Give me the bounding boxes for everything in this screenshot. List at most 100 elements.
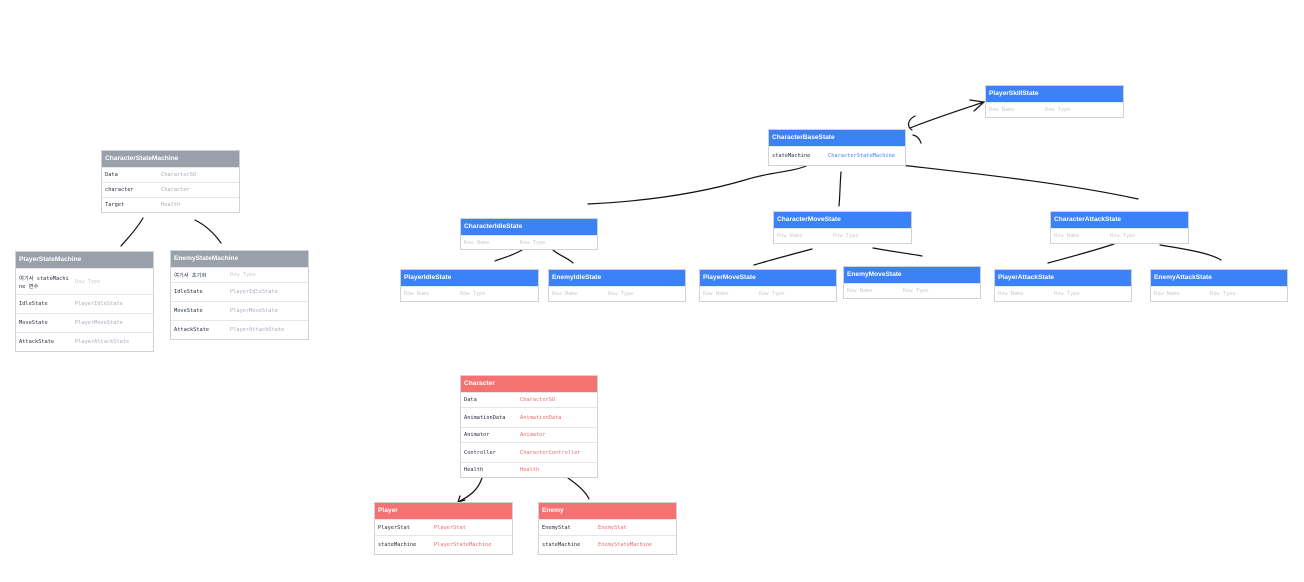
connector-attack-player <box>1047 243 1115 264</box>
row-type: PlayerIdleState <box>75 301 123 307</box>
table-title: EnemyAttackState <box>1151 270 1287 286</box>
connector-character-player <box>457 477 483 503</box>
row-name: Row Name <box>703 291 729 297</box>
table-row[interactable]: Health Health <box>461 462 597 477</box>
row-name: Health <box>464 467 484 473</box>
table-row[interactable]: 여기서 초기화 Row Type <box>171 267 308 282</box>
table-title: PlayerStateMachine <box>16 252 153 268</box>
row-type: CharacterStateMachine <box>828 153 895 159</box>
row-type: Row Type <box>1210 291 1236 297</box>
table-title: CharacterStateMachine <box>102 151 239 167</box>
row-name: AttackState <box>19 339 55 345</box>
table-enemy-state-machine[interactable]: EnemyStateMachine 여기서 초기화 Row Type IdleSt… <box>170 250 309 340</box>
row-type: PlayerAttackState <box>75 339 130 345</box>
connector-base-skill <box>908 99 986 144</box>
table-title: PlayerSkillState <box>986 86 1123 102</box>
table-title: PlayerMoveState <box>700 270 836 286</box>
table-row[interactable]: IdleState PlayerIdleState <box>171 282 308 301</box>
row-type: PlayerStateMachine <box>434 542 492 548</box>
connector-character-enemy <box>567 477 590 500</box>
connector-attack-enemy <box>1159 244 1222 261</box>
table-title: EnemyStateMachine <box>171 251 308 267</box>
row-name: Row Name <box>552 291 578 297</box>
row-type: Health <box>161 202 181 208</box>
row-type: Row Type <box>1054 291 1080 297</box>
table-title: Enemy <box>539 503 676 519</box>
row-name: MoveState <box>174 308 203 314</box>
row-type: Row Type <box>1110 233 1136 239</box>
table-title: EnemyIdleState <box>549 270 685 286</box>
row-name: stateMachine <box>542 542 581 548</box>
row-type: Row Type <box>230 272 256 278</box>
row-name: Row Name <box>1154 291 1180 297</box>
row-type: Row Type <box>903 288 929 294</box>
row-type: CharacterSO <box>520 397 556 403</box>
table-row[interactable]: MoveState PlayerMoveState <box>171 301 308 320</box>
table-title: PlayerAttackState <box>995 270 1131 286</box>
connector-base-attack <box>891 163 1139 200</box>
table-title: EnemyMoveState <box>844 267 980 283</box>
table-title: Character <box>461 376 597 392</box>
row-type: Row Type <box>75 278 101 285</box>
row-type: PlayerIdleState <box>230 289 278 295</box>
row-name: character <box>105 187 134 193</box>
row-name: Animator <box>464 432 490 438</box>
table-row[interactable]: Animator Animator <box>461 427 597 442</box>
row-name: IdleState <box>174 289 203 295</box>
table-row[interactable]: AttackState PlayerAttackState <box>16 332 153 351</box>
row-type: Animator <box>520 432 546 438</box>
table-enemy-attack-state[interactable]: EnemyAttackState Row Name Row Type <box>1150 269 1288 302</box>
connector-base-move <box>838 171 842 207</box>
row-type: AnimationData <box>520 414 562 421</box>
table-row[interactable]: Row Name Row Type <box>1151 286 1287 301</box>
row-name: Data <box>105 172 118 178</box>
row-name: Data <box>464 397 477 403</box>
row-name: Row Name <box>464 239 490 246</box>
table-title: PlayerIdleState <box>401 270 538 286</box>
row-type: Health <box>520 467 540 473</box>
table-row[interactable]: Data CharacterSO <box>461 392 597 407</box>
row-type: PlayerMoveState <box>230 308 278 314</box>
row-type: Row Type <box>833 233 859 239</box>
connector-base-idle <box>587 165 807 205</box>
row-name: 여기서 초기화 <box>174 273 207 279</box>
